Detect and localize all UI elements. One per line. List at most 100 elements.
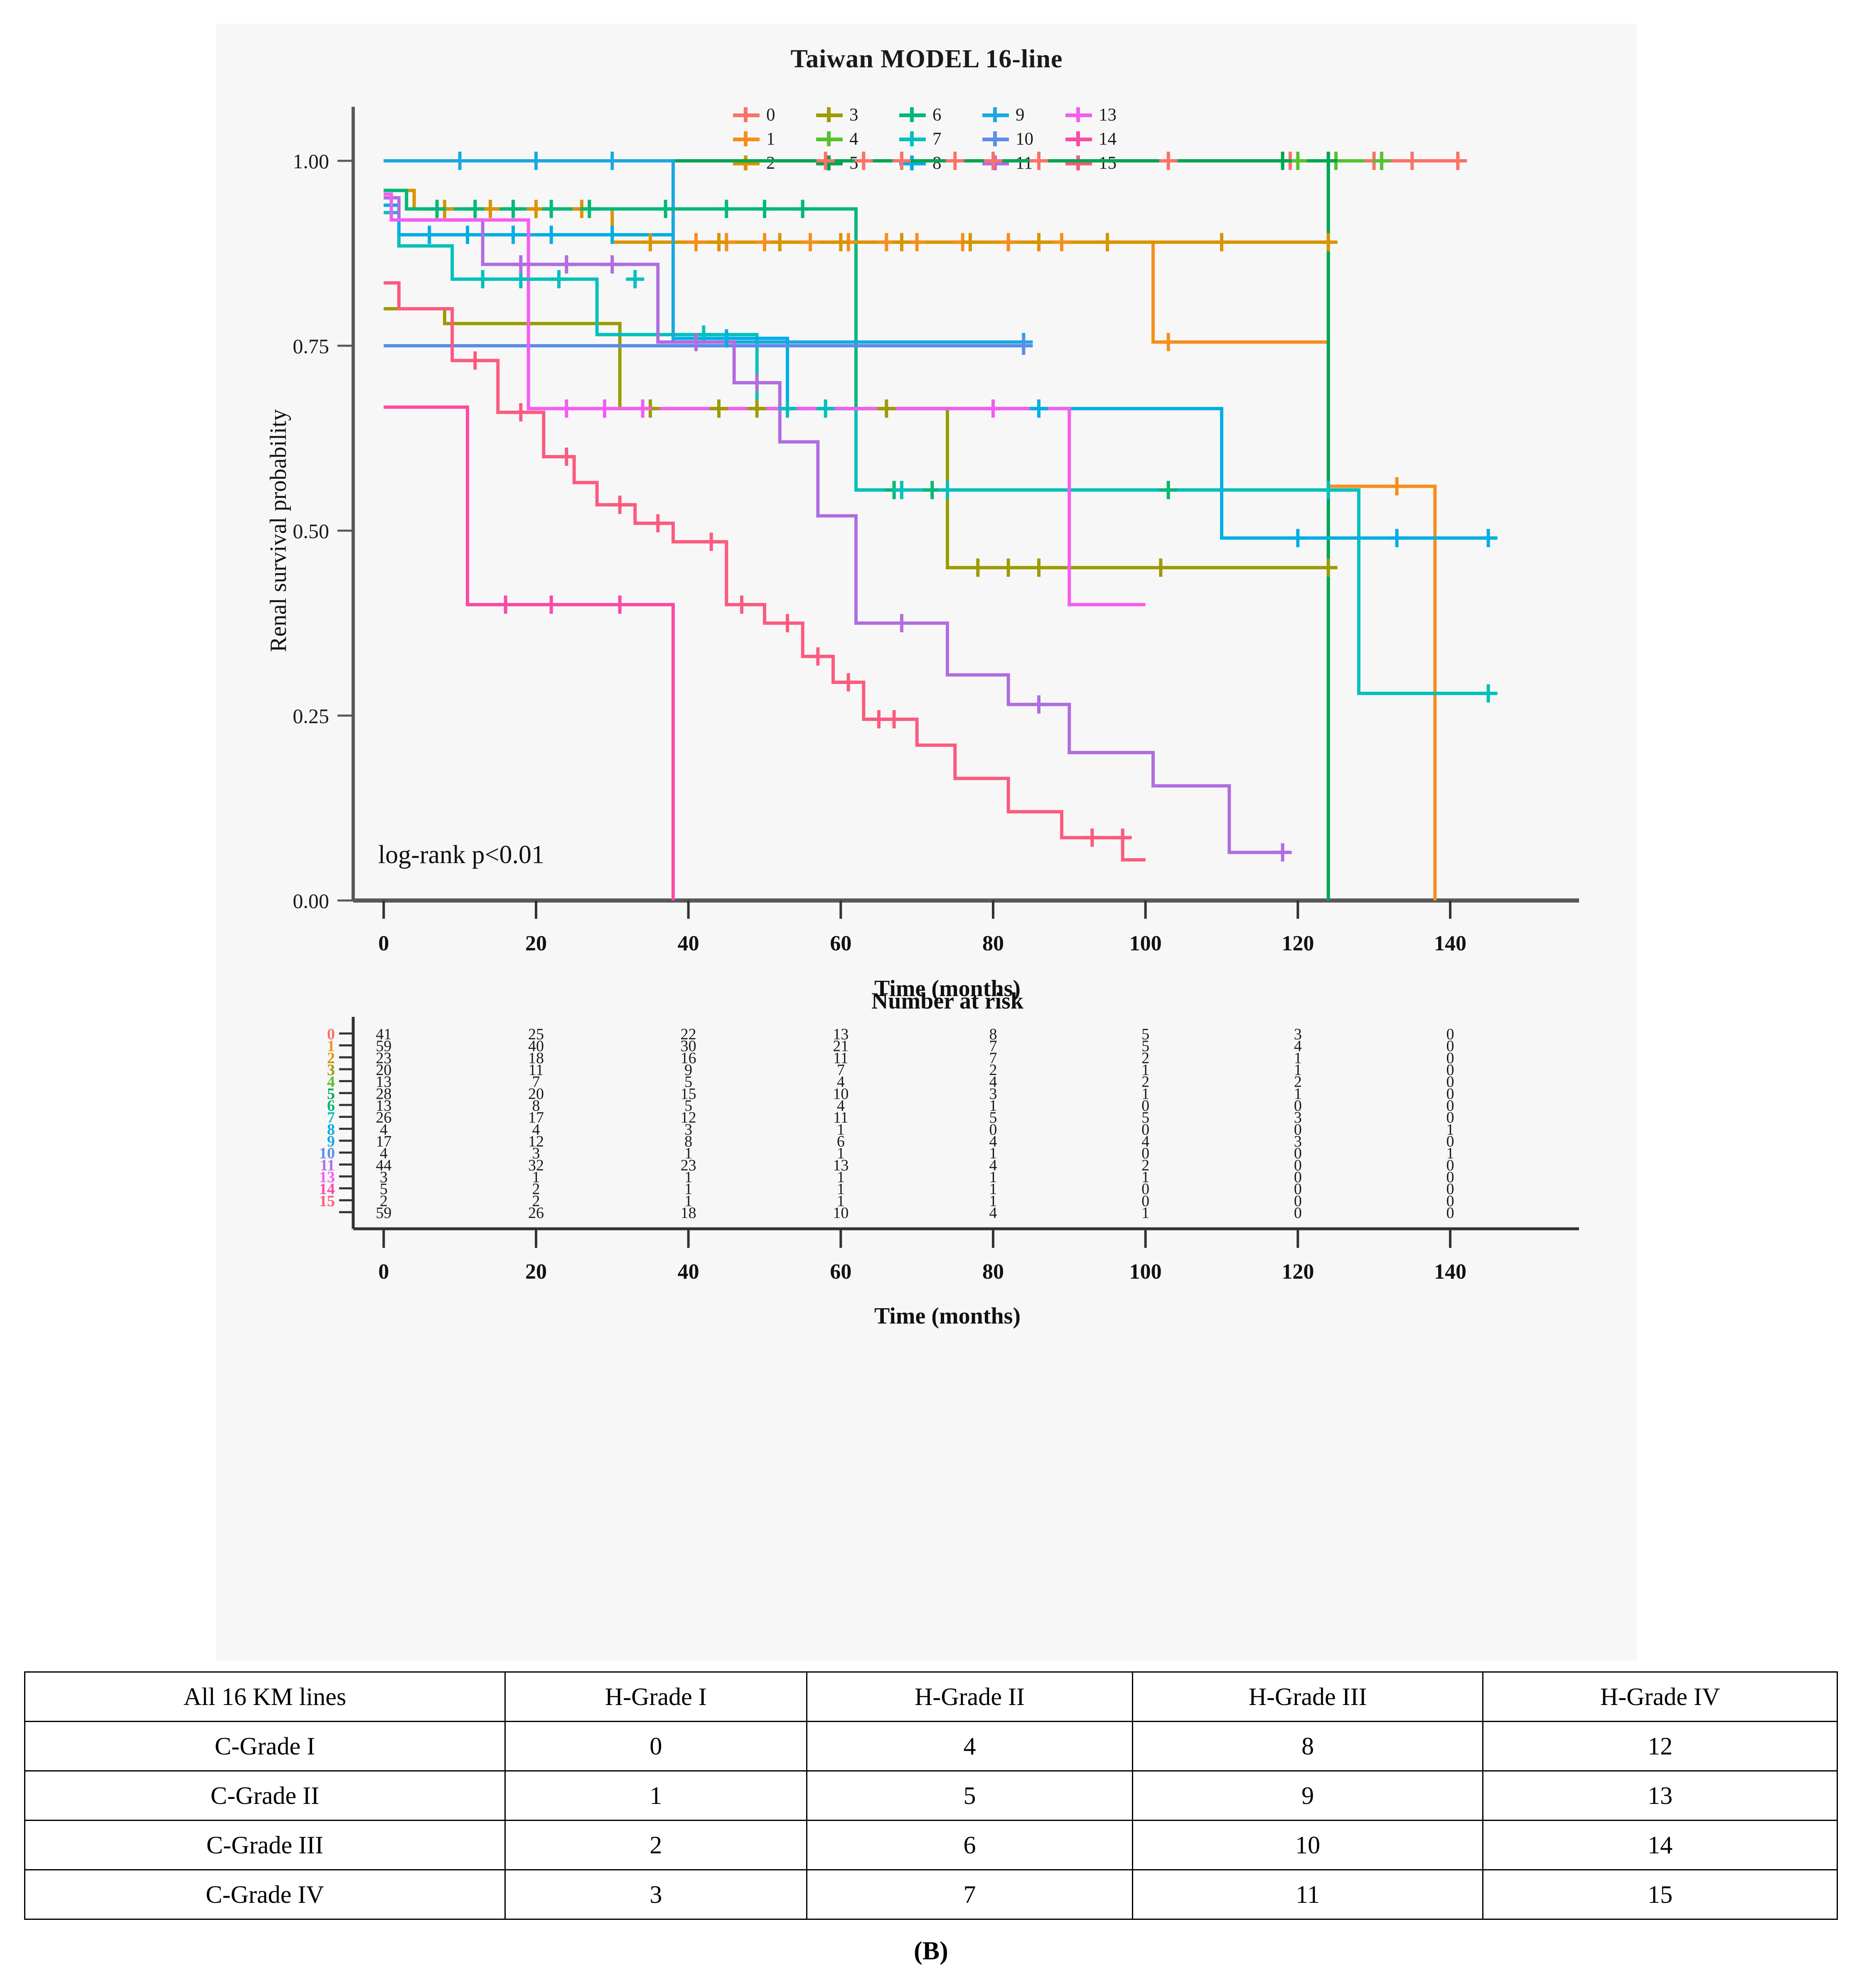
legend-cross-icon	[981, 130, 1011, 147]
risk-x-tick-label: 60	[830, 1260, 851, 1284]
legend-cross-icon	[981, 155, 1011, 171]
legend-item-label: 8	[932, 153, 942, 173]
x-tick-label: 140	[1434, 932, 1466, 955]
y-tick-label: 0.25	[293, 704, 330, 728]
risk-value: 2	[1294, 1073, 1302, 1091]
risk-value: 28	[376, 1085, 391, 1102]
risk-value: 1	[684, 1145, 692, 1162]
legend-item-10[interactable]: 10	[981, 129, 1064, 149]
risk-value: 0	[1446, 1061, 1454, 1079]
risk-x-tick-label: 80	[982, 1260, 1004, 1284]
mapping-cell: 13	[1482, 1770, 1838, 1821]
risk-row-label-7: 7	[327, 1109, 335, 1127]
risk-value: 1	[989, 1169, 997, 1186]
legend-item-2[interactable]: 2	[731, 153, 814, 173]
risk-value: 1	[989, 1145, 997, 1162]
risk-value: 0	[1141, 1181, 1149, 1198]
mapping-cell: 14	[1482, 1820, 1838, 1870]
risk-value: 18	[681, 1204, 696, 1222]
risk-value: 3	[1294, 1109, 1302, 1127]
legend-cross-icon	[814, 155, 844, 171]
risk-value: 3	[1294, 1133, 1302, 1150]
km-curve-15	[384, 281, 1146, 862]
mapping-cell: 4	[806, 1721, 1134, 1771]
risk-value: 8	[684, 1133, 692, 1150]
legend-item-13[interactable]: 13	[1064, 105, 1147, 125]
risk-value: 5	[1141, 1109, 1149, 1127]
legend-cross-icon	[898, 106, 927, 123]
risk-value: 10	[833, 1085, 849, 1102]
legend-item-label: 11	[1016, 153, 1033, 173]
legend-item-4[interactable]: 4	[814, 129, 898, 149]
legend-cross-icon	[898, 130, 927, 147]
risk-value: 0	[1446, 1204, 1454, 1222]
legend-item-8[interactable]: 8	[898, 153, 981, 173]
risk-row-label-11: 11	[320, 1156, 335, 1174]
risk-value: 4	[989, 1073, 997, 1091]
legend-item-7[interactable]: 7	[898, 129, 981, 149]
legend-item-11[interactable]: 11	[981, 153, 1064, 173]
mapping-cell: 2	[504, 1820, 807, 1870]
km-curve-9	[384, 159, 1024, 344]
risk-value: 44	[376, 1156, 391, 1174]
risk-value: 5	[989, 1109, 997, 1127]
legend-cross-icon	[731, 130, 761, 147]
legend-item-3[interactable]: 3	[814, 105, 898, 125]
risk-value: 0	[1141, 1192, 1149, 1210]
risk-value: 0	[1446, 1192, 1454, 1210]
risk-value: 8	[989, 1026, 997, 1043]
risk-row-label-0: 0	[327, 1026, 335, 1043]
risk-value: 23	[681, 1156, 696, 1174]
risk-value: 4	[380, 1121, 388, 1138]
x-tick-label: 60	[830, 932, 851, 955]
legend-item-label: 13	[1099, 105, 1117, 125]
legend-item-6[interactable]: 6	[898, 105, 981, 125]
censor-marks	[420, 152, 1498, 862]
km-curve-11	[384, 196, 1283, 854]
risk-value: 1	[1294, 1049, 1302, 1067]
risk-row-label-13: 13	[319, 1169, 335, 1186]
legend-item-label: 15	[1099, 153, 1117, 173]
legend-item-14[interactable]: 14	[1064, 129, 1147, 149]
risk-row-label-8: 8	[327, 1121, 335, 1138]
legend-cross-icon	[1064, 130, 1094, 147]
risk-value: 10	[833, 1204, 849, 1222]
legend-item-5[interactable]: 5	[814, 153, 898, 173]
legend-item-9[interactable]: 9	[981, 105, 1064, 125]
risk-value: 12	[681, 1109, 696, 1127]
risk-value: 13	[376, 1097, 391, 1115]
legend-cross-icon	[1064, 155, 1094, 171]
risk-value: 0	[1294, 1121, 1302, 1138]
legend-item-label: 5	[849, 153, 858, 173]
legend-item-0[interactable]: 0	[731, 105, 814, 125]
legend-item-15[interactable]: 15	[1064, 153, 1147, 173]
risk-value: 1	[837, 1145, 845, 1162]
risk-value: 9	[684, 1061, 692, 1079]
km-curve-13	[384, 192, 1146, 606]
risk-value: 5	[380, 1181, 388, 1198]
axis-labels: Time (months)Renal survival probabilityl…	[266, 409, 1021, 1001]
km-curve-7	[384, 211, 1488, 695]
mapping-cell: 1	[504, 1770, 807, 1821]
risk-value: 0	[1446, 1109, 1454, 1127]
km-curve-8	[384, 203, 1488, 540]
x-tick-label: 20	[525, 932, 547, 955]
mapping-cell: 7	[806, 1869, 1134, 1920]
legend-row: 2 5 8 11 15	[731, 151, 1147, 175]
risk-value: 59	[376, 1038, 391, 1055]
legend-item-1[interactable]: 1	[731, 129, 814, 149]
figure-caption: (B)	[914, 1937, 948, 1965]
risk-value: 1	[1446, 1145, 1454, 1162]
x-tick-label: 100	[1129, 932, 1162, 955]
risk-row-label-4: 4	[327, 1073, 335, 1091]
number-at-risk-title: Number at risk	[871, 988, 1024, 1014]
risk-value: 4	[837, 1097, 845, 1115]
risk-x-tick-label: 120	[1282, 1260, 1314, 1284]
risk-value: 13	[376, 1073, 391, 1091]
risk-row-label-1: 1	[327, 1038, 335, 1055]
